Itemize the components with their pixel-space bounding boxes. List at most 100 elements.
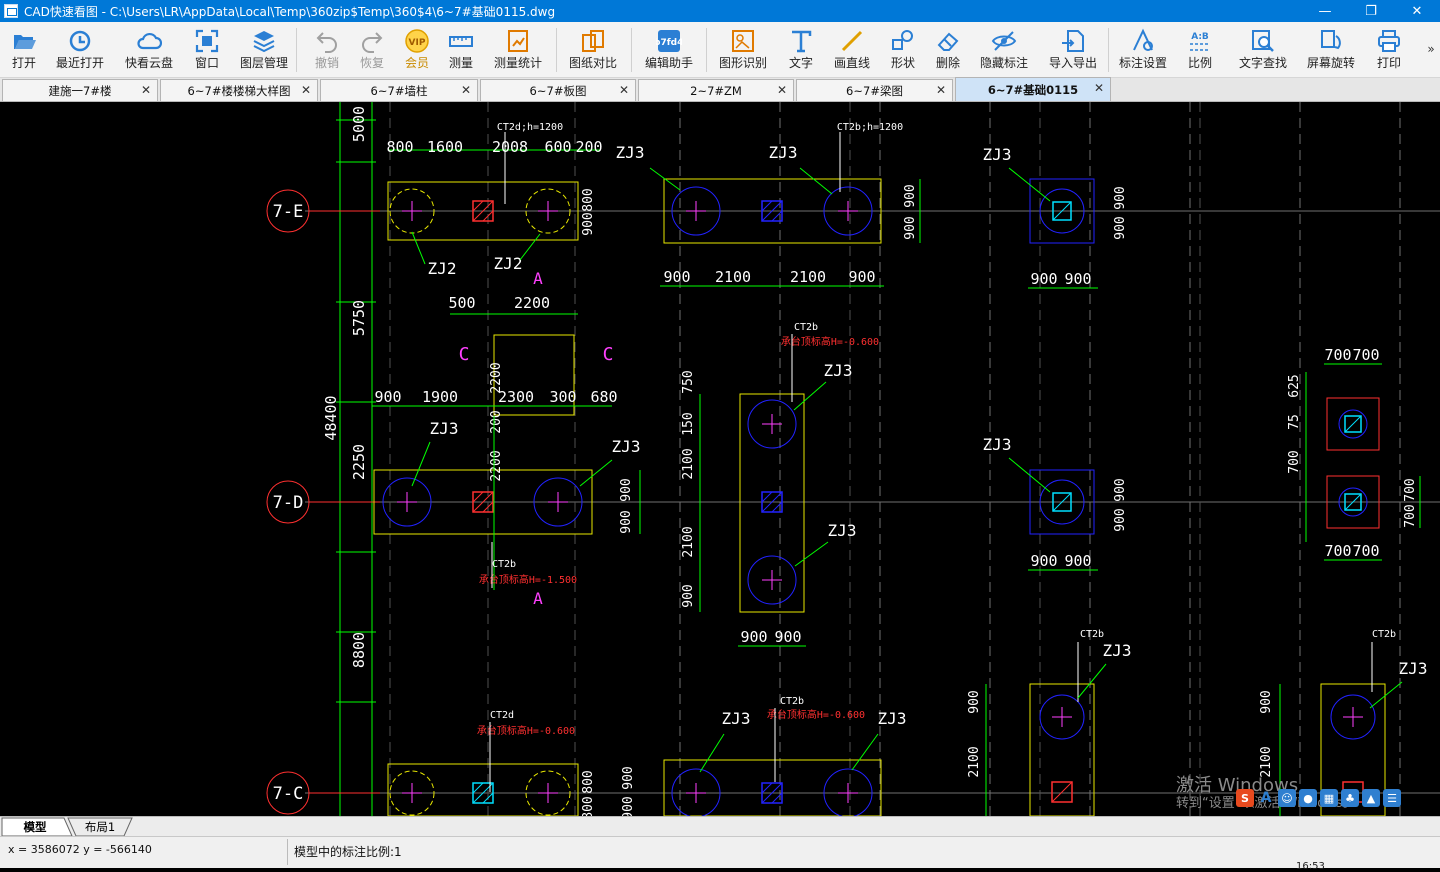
ime-mode-icon[interactable]: A bbox=[1260, 790, 1272, 806]
pile-circle bbox=[671, 768, 721, 816]
document-tab[interactable]: 6~7#基础0115✕ bbox=[955, 77, 1111, 101]
dimension-text: 900 bbox=[681, 584, 696, 607]
cap-note: CT2b bbox=[1372, 629, 1396, 640]
sogou-ime-icon[interactable]: S bbox=[1236, 789, 1254, 807]
skin-icon[interactable]: ♣ bbox=[1341, 789, 1359, 807]
close-window-button[interactable]: ✕ bbox=[1411, 3, 1423, 19]
title-bar: CAD快速看图 - C:\Users\LR\AppData\Local\Temp… bbox=[0, 0, 1440, 22]
toolbar-ruler-button[interactable]: 测量 bbox=[441, 22, 481, 78]
column-hatch bbox=[472, 491, 484, 503]
dimension-text: 750 bbox=[681, 370, 696, 393]
toolbar-shape-button[interactable]: 形状 bbox=[883, 22, 923, 78]
document-tab[interactable]: 6~7#梁图 ✕ bbox=[796, 79, 953, 101]
toolbar-undo-button[interactable]: 撤销 bbox=[307, 22, 347, 78]
toolbar-printer-button[interactable]: 打印 bbox=[1369, 22, 1409, 78]
pile-leader bbox=[794, 541, 829, 567]
document-tab[interactable]: 6~7#楼楼梯大样图✕ bbox=[160, 79, 318, 101]
red-cap bbox=[1326, 397, 1380, 451]
toolbar-text-search-button[interactable]: 文字查找 bbox=[1231, 22, 1295, 78]
toolbar-compare-button[interactable]: 图纸对比 bbox=[561, 22, 625, 78]
column-hatch bbox=[482, 501, 494, 513]
toolbar-layers-button[interactable]: 图层管理 bbox=[232, 22, 296, 78]
tab-close-icon[interactable]: ✕ bbox=[935, 83, 946, 97]
pile-leader bbox=[1369, 681, 1403, 709]
toolbar-import-export-button[interactable]: 导入导出 bbox=[1041, 22, 1105, 78]
tab-label: 6~7#板图 bbox=[529, 83, 587, 98]
toolbar-screen-rotate-button[interactable]: 屏幕旋转 bbox=[1299, 22, 1363, 78]
toolbar-history-button[interactable]: 最近打开 bbox=[48, 22, 112, 78]
toolbar-fit-window-button[interactable]: 窗口 bbox=[187, 22, 227, 78]
dimension-text: 900 bbox=[1113, 508, 1128, 531]
toolbar-eraser-button[interactable]: 删除 bbox=[928, 22, 968, 78]
toolbar-label: 图层管理 bbox=[239, 56, 288, 70]
dimension-text: 625 bbox=[1287, 374, 1302, 397]
toolbar-cloud-button[interactable]: 快看云盘 bbox=[117, 22, 181, 78]
axis-label: 7-C bbox=[273, 784, 304, 804]
tab-close-icon[interactable]: ✕ bbox=[618, 83, 629, 97]
tab-close-icon[interactable]: ✕ bbox=[460, 83, 471, 97]
toolbox-icon[interactable]: ▲ bbox=[1362, 789, 1380, 807]
pile-circle bbox=[1338, 487, 1368, 517]
dimension-text: 700 bbox=[1324, 542, 1351, 560]
pile-circle bbox=[747, 555, 797, 605]
toolbar-folder-open-button[interactable]: 打开 bbox=[4, 22, 44, 78]
dimension-text: 500 bbox=[448, 294, 475, 312]
tab-close-icon[interactable]: ✕ bbox=[1093, 81, 1104, 95]
document-tab[interactable]: 6~7#墙柱✕ bbox=[320, 79, 478, 101]
annotation-scale-text: 模型中的标注比例:1 bbox=[294, 845, 402, 859]
column-hatch bbox=[771, 210, 783, 222]
cap-note: 承台顶标高H=-0.600 bbox=[477, 724, 575, 737]
pile-label: ZJ3 bbox=[983, 435, 1012, 454]
column-hatch bbox=[482, 210, 494, 222]
cap-note: CT2b;h=1200 bbox=[837, 122, 903, 133]
document-tab[interactable]: 6~7#板图 ✕ bbox=[480, 79, 636, 101]
text-search-icon bbox=[1252, 30, 1274, 52]
toolbar-measure-stats-button[interactable]: 测量统计 bbox=[486, 22, 550, 78]
menu-icon[interactable]: ☰ bbox=[1383, 789, 1401, 807]
toolbar-label: 屏幕旋转 bbox=[1306, 56, 1355, 70]
pile-circle bbox=[671, 186, 721, 236]
keyboard-icon[interactable]: ▦ bbox=[1320, 789, 1338, 807]
tab-close-icon[interactable]: ✕ bbox=[300, 83, 311, 97]
tab-close-icon[interactable]: ✕ bbox=[140, 83, 151, 97]
ime-tray: S A ☺ ● ▦ ♣ ▲ ☰ bbox=[1236, 787, 1401, 809]
toolbar-redo-button[interactable]: 恢复 bbox=[352, 22, 392, 78]
maximize-button[interactable]: ❐ bbox=[1365, 3, 1377, 19]
pile-leader bbox=[799, 167, 833, 195]
tab-label: 6~7#梁图 bbox=[846, 83, 903, 98]
toolbar-more-button[interactable]: » bbox=[1427, 42, 1435, 56]
dimension-text: 900 bbox=[1113, 186, 1128, 209]
dimension-text: 2100 bbox=[681, 448, 696, 479]
pile-label: ZJ3 bbox=[612, 437, 641, 456]
toolbar-annotation-settings-button[interactable]: 标注设置 bbox=[1111, 22, 1175, 78]
toolbar-hide-annotation-button[interactable]: 隐藏标注 bbox=[972, 22, 1036, 78]
toolbar-label: 最近打开 bbox=[55, 56, 104, 70]
layout-tab-layout1[interactable]: 布局1 bbox=[84, 820, 116, 834]
mic-icon[interactable]: ● bbox=[1299, 789, 1317, 807]
document-tab[interactable]: 2~7#ZM✕ bbox=[638, 79, 794, 101]
toolbar-shape-recognize-button[interactable]: 图形识别 bbox=[711, 22, 775, 78]
document-tab[interactable]: 建施一7#楼✕ bbox=[2, 79, 158, 101]
toolbar-label: 图形识别 bbox=[718, 56, 767, 70]
dimension-text: 2100 bbox=[1259, 746, 1274, 777]
emoji-icon[interactable]: ☺ bbox=[1278, 789, 1296, 807]
status-divider bbox=[287, 839, 288, 865]
watermark-line1: 激活 Windows bbox=[1176, 775, 1299, 796]
toolbar-label: 快看云盘 bbox=[124, 56, 173, 70]
dimension-text: 48400 bbox=[322, 395, 340, 440]
pile-label: ZJ3 bbox=[1103, 641, 1132, 660]
minimize-button[interactable]: — bbox=[1318, 3, 1332, 19]
dimension-text: 900 bbox=[374, 388, 401, 406]
toolbar-cad-edit-button[interactable]: #2b7fd4AD编辑助手 bbox=[637, 22, 701, 78]
toolbar-line-button[interactable]: 画直线 bbox=[826, 22, 878, 78]
pile-circle bbox=[525, 188, 571, 234]
dimension-text: 300 bbox=[549, 388, 576, 406]
layout-tab-model[interactable]: 模型 bbox=[23, 820, 47, 834]
tab-close-icon[interactable]: ✕ bbox=[776, 83, 787, 97]
toolbar-text-button[interactable]: 文字 bbox=[781, 22, 821, 78]
dimension-text: 2300 bbox=[498, 388, 534, 406]
